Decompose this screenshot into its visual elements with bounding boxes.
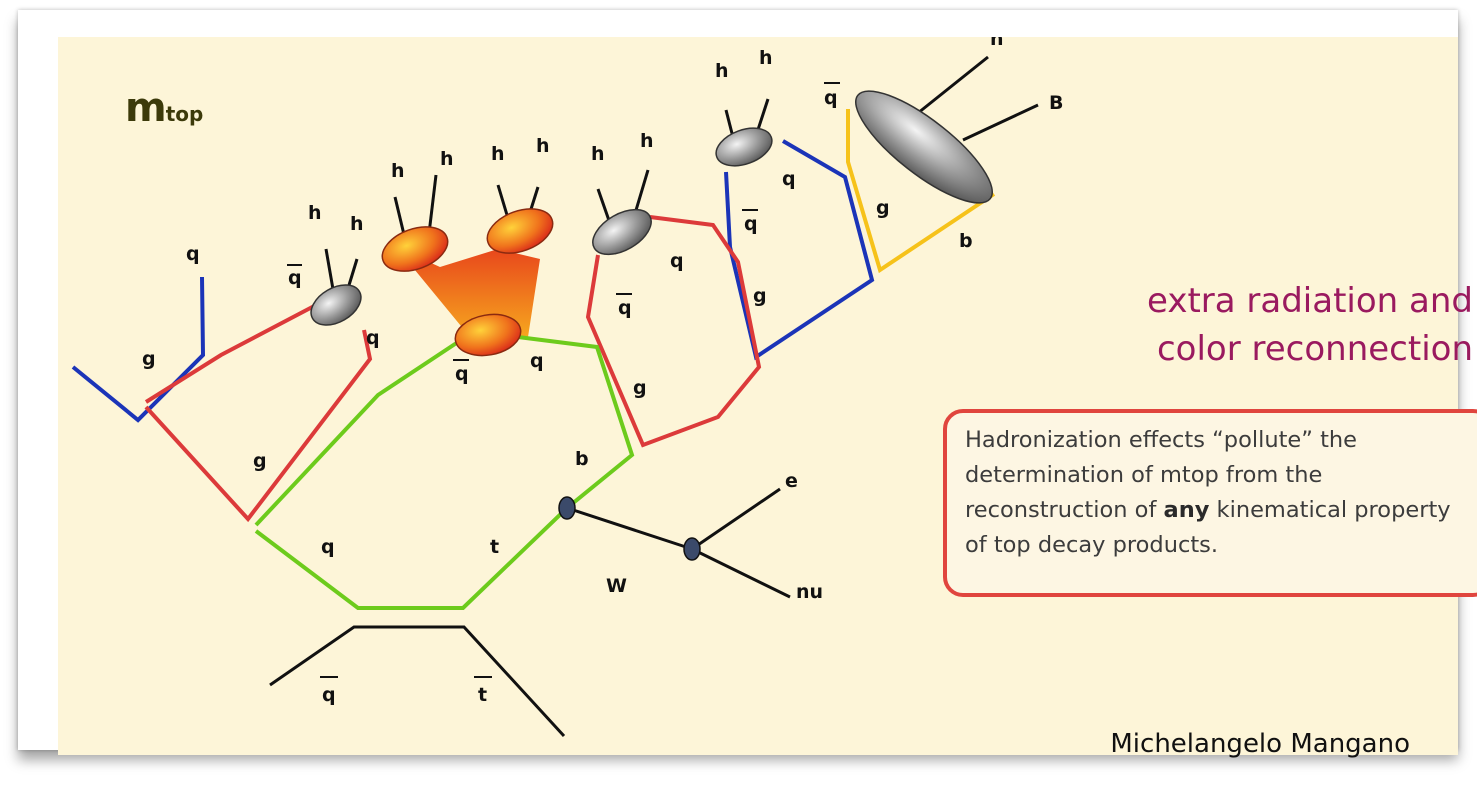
label-q-3: q	[670, 250, 684, 272]
label-h-3b: h	[640, 130, 654, 152]
label-h-1a: h	[308, 202, 322, 224]
label-t-bottom: t	[490, 536, 499, 558]
label-q-4: q	[782, 168, 796, 190]
label-h-2d: h	[536, 135, 550, 157]
hadron-blob-4	[711, 121, 777, 173]
label-tbar-bottom: t	[478, 684, 487, 706]
vertex-w	[684, 538, 700, 560]
label-h-5: h	[990, 37, 1004, 50]
line-neutrino	[692, 549, 790, 597]
label-b-top: b	[575, 448, 589, 470]
hadron-blob-5	[841, 74, 1007, 220]
label-h-2b: h	[440, 148, 454, 170]
label-B: B	[1049, 92, 1063, 114]
line-electron	[692, 489, 780, 549]
title-subscript: top	[166, 102, 204, 126]
label-h-2c: h	[491, 143, 505, 165]
red-lines	[146, 217, 759, 519]
heading: extra radiation and color reconnection	[1023, 277, 1473, 373]
note-box: Hadronization effects “pollute” the dete…	[943, 409, 1477, 597]
label-qbar-1: q	[288, 267, 302, 289]
label-q-2: q	[530, 350, 544, 372]
label-e: e	[785, 470, 798, 492]
antiparticle-bars	[287, 83, 840, 677]
line-h5	[918, 57, 988, 113]
label-qbar-bottom: q	[322, 684, 336, 706]
label-g-4: g	[753, 285, 767, 307]
label-b-5: b	[959, 230, 973, 252]
label-g-5: g	[876, 197, 890, 219]
label-q-bottom: q	[321, 536, 335, 558]
heading-line-2: color reconnection	[1023, 325, 1473, 373]
line-antiquark-incoming	[270, 627, 564, 736]
note-text: Hadronization effects “pollute” the dete…	[965, 423, 1477, 563]
label-h-3a: h	[591, 143, 605, 165]
label-h-1b: h	[350, 213, 364, 235]
label-nu: nu	[796, 581, 823, 603]
slide: q g q h h q g h h h h q q q q g h h h h	[58, 37, 1458, 755]
label-g-mid: g	[253, 450, 267, 472]
quark-green-b	[256, 337, 632, 608]
label-W: W	[606, 575, 627, 597]
vertex-b	[559, 497, 575, 519]
line-w-boson	[567, 508, 692, 549]
feynman-diagram: q g q h h q g h h h h q q q q g h h h h	[58, 37, 1458, 755]
line-B	[963, 105, 1038, 140]
label-qbar-3: q	[618, 297, 632, 319]
label-qbar-5: q	[824, 87, 838, 109]
gluon-left-red-b	[146, 330, 370, 519]
label-g-3: g	[633, 377, 647, 399]
slide-title: mtop	[125, 85, 203, 131]
label-h-4b: h	[759, 47, 773, 69]
gluon-left-blue	[73, 277, 203, 420]
heading-line-1: extra radiation and	[1023, 277, 1473, 325]
hadron-blob-1	[304, 277, 368, 333]
hadron-blob-3	[585, 200, 658, 263]
title-m: m	[125, 85, 166, 131]
label-q-left: q	[186, 243, 200, 265]
quark-green-a	[256, 342, 458, 525]
slide-frame: q g q h h q g h h h h q q q q g h h h h	[18, 10, 1458, 750]
green-lines	[256, 337, 632, 608]
note-emphasis: any	[1164, 497, 1210, 523]
label-g-left: g	[142, 348, 156, 370]
label-qbar-2: q	[455, 363, 469, 385]
label-h-4a: h	[715, 60, 729, 82]
label-q-1: q	[366, 327, 380, 349]
label-qbar-4: q	[744, 213, 758, 235]
label-h-2a: h	[391, 160, 405, 182]
author-credit: Michelangelo Mangano	[1110, 729, 1410, 759]
gluon-left-red-a	[146, 304, 318, 402]
